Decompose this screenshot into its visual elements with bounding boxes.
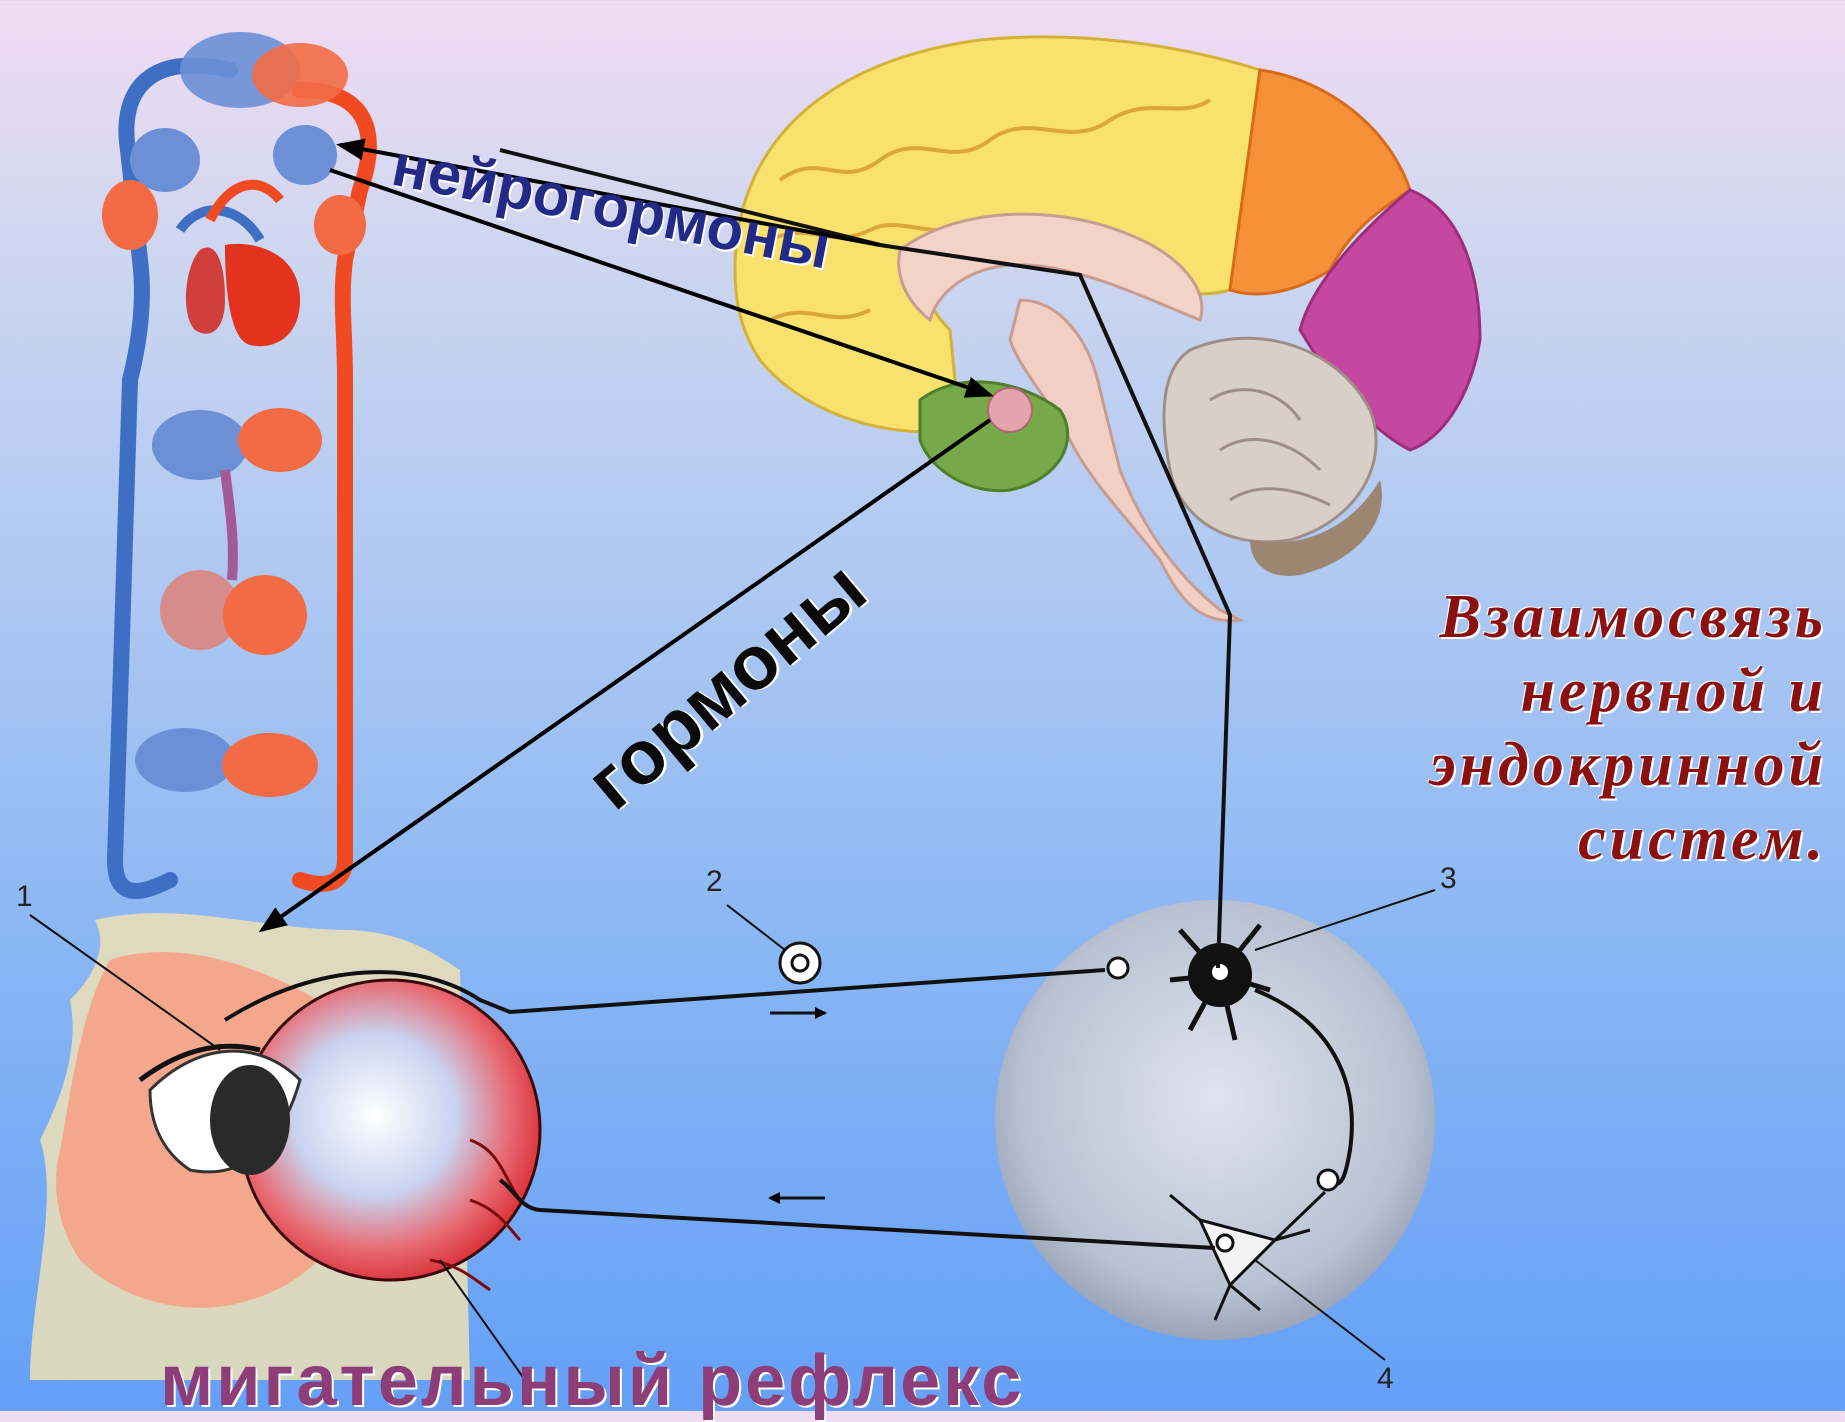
reflex-arc-number-1: 1 bbox=[16, 880, 33, 914]
title-line: нервной и bbox=[1267, 654, 1827, 728]
reflex-arc-number-2: 2 bbox=[706, 865, 723, 899]
title-line: Взаимосвязь bbox=[1267, 580, 1827, 654]
title-line: эндокринной bbox=[1267, 728, 1827, 802]
brain-illustration bbox=[735, 37, 1480, 621]
slide-title: Взаимосвязь нервной и эндокринной систем… bbox=[1267, 580, 1827, 876]
circulatory-system-illustration bbox=[102, 32, 369, 891]
spinal-cord-section bbox=[995, 900, 1435, 1340]
title-line: систем. bbox=[1267, 802, 1827, 876]
reflex-arc-number-3: 3 bbox=[1440, 862, 1457, 896]
pituitary-gland bbox=[988, 388, 1032, 432]
hormone-arrow-to-eye bbox=[262, 420, 990, 930]
blink-reflex-label: мигательный рефлекс bbox=[160, 1340, 1024, 1422]
reflex-arc-number-4: 4 bbox=[1377, 1362, 1394, 1396]
eye-illustration bbox=[30, 913, 540, 1380]
